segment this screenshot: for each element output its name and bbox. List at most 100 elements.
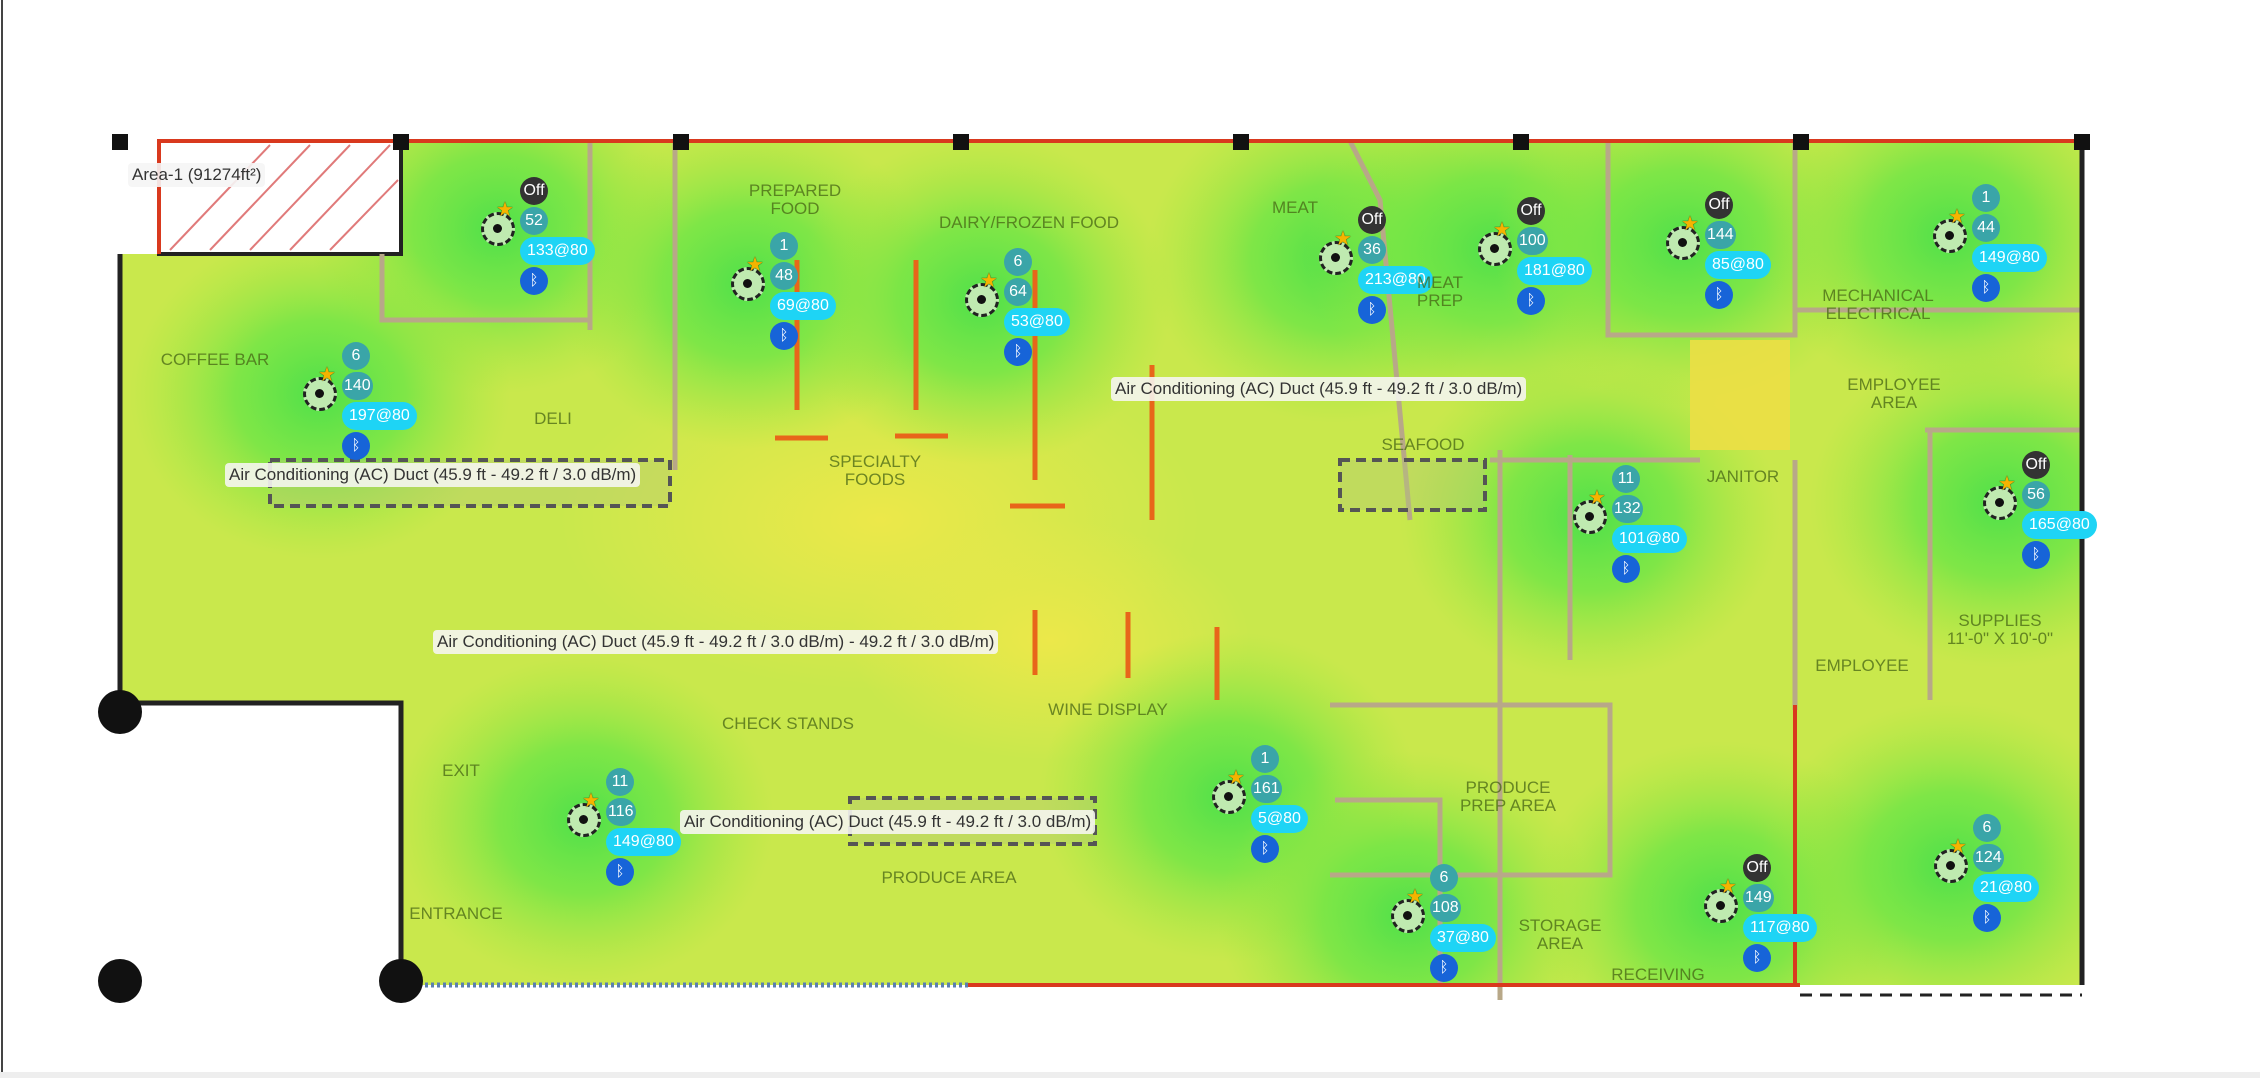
access-point-icon[interactable] xyxy=(1933,219,1967,253)
access-point-icon[interactable] xyxy=(1666,226,1700,260)
ap-status-badge: 1 xyxy=(770,232,798,260)
star-icon: ★ xyxy=(980,270,998,292)
room-label: SUPPLIES 11'-0" X 10'-0" xyxy=(1946,611,2054,648)
interior-walls xyxy=(379,139,2080,1000)
ap-signal-badge: 197@80 xyxy=(342,402,417,430)
star-icon: ★ xyxy=(1719,876,1737,898)
bluetooth-icon[interactable]: ᛒ xyxy=(1004,338,1032,366)
bluetooth-icon[interactable]: ᛒ xyxy=(1612,555,1640,583)
bluetooth-icon[interactable]: ᛒ xyxy=(1743,944,1771,972)
star-icon: ★ xyxy=(1493,219,1511,241)
access-point-icon[interactable] xyxy=(1704,889,1738,923)
ap-signal-badge: 117@80 xyxy=(1743,914,1817,942)
ap-channel-badge: 149 xyxy=(1743,884,1774,912)
obstacles-orange xyxy=(775,260,1220,700)
star-icon: ★ xyxy=(496,199,514,221)
ap-status-badge: 6 xyxy=(1973,814,2001,842)
ap-channel-badge: 100 xyxy=(1517,227,1548,255)
ap-signal-badge: 69@80 xyxy=(770,292,836,320)
room-label: PRODUCE PREP AREA xyxy=(1459,778,1557,815)
ap-status-badge: Off xyxy=(1705,191,1733,219)
bluetooth-icon[interactable]: ᛒ xyxy=(2022,541,2050,569)
star-icon: ★ xyxy=(1948,206,1966,228)
bluetooth-icon[interactable]: ᛒ xyxy=(1705,281,1733,309)
access-point-icon[interactable] xyxy=(1391,899,1425,933)
ap-channel-badge: 44 xyxy=(1972,214,2000,242)
room-label: DAIRY/FROZEN FOOD xyxy=(938,213,1120,233)
ap-status-badge: 11 xyxy=(1612,465,1640,493)
access-point-icon[interactable] xyxy=(1478,232,1512,266)
ap-status-badge: Off xyxy=(1517,197,1545,225)
room-label: CHECK STANDS xyxy=(722,714,854,734)
ap-signal-badge: 181@80 xyxy=(1517,257,1592,285)
ap-channel-badge: 132 xyxy=(1612,495,1643,523)
access-point-icon[interactable] xyxy=(1212,780,1246,814)
room-label: EXIT xyxy=(442,761,480,781)
room-label: EMPLOYEE AREA xyxy=(1847,375,1941,412)
ap-signal-badge: 149@80 xyxy=(1972,244,2047,272)
access-point-icon[interactable] xyxy=(1983,486,2017,520)
room-label: DELI xyxy=(534,409,572,429)
bluetooth-icon[interactable]: ᛒ xyxy=(606,858,634,886)
ap-status-badge: 1 xyxy=(1251,745,1279,773)
ap-channel-badge: 56 xyxy=(2022,481,2050,509)
stairwell xyxy=(157,139,403,256)
ac-duct-label[interactable]: Air Conditioning (AC) Duct (45.9 ft - 49… xyxy=(1111,377,1527,401)
star-icon: ★ xyxy=(1406,886,1424,908)
ac-duct-label[interactable]: Air Conditioning (AC) Duct (45.9 ft - 49… xyxy=(225,463,641,487)
ap-status-badge: Off xyxy=(2022,451,2050,479)
columns xyxy=(98,134,2090,1003)
bluetooth-icon[interactable]: ᛒ xyxy=(1430,954,1458,982)
room-label: JANITOR xyxy=(1706,467,1780,487)
ap-signal-badge: 5@80 xyxy=(1251,805,1308,833)
star-icon: ★ xyxy=(1949,836,1967,858)
ap-signal-badge: 37@80 xyxy=(1430,924,1496,952)
bluetooth-icon[interactable]: ᛒ xyxy=(342,432,370,460)
ap-status-badge: Off xyxy=(1743,854,1771,882)
ap-channel-badge: 144 xyxy=(1705,221,1736,249)
room-label: RECEIVING xyxy=(1611,965,1705,985)
access-point-icon[interactable] xyxy=(965,283,999,317)
access-point-icon[interactable] xyxy=(567,803,601,837)
area-label[interactable]: Area-1 (91274ft²) xyxy=(128,163,266,187)
access-point-icon[interactable] xyxy=(303,377,337,411)
access-point-icon[interactable] xyxy=(1319,241,1353,275)
access-point-icon[interactable] xyxy=(1573,500,1607,534)
ap-channel-badge: 116 xyxy=(606,798,636,826)
room-label: PREPARED FOOD xyxy=(748,181,842,218)
bluetooth-icon[interactable]: ᛒ xyxy=(520,267,548,295)
ac-duct-label[interactable]: Air Conditioning (AC) Duct (45.9 ft - 49… xyxy=(680,810,1096,834)
room-label: MEAT xyxy=(1272,198,1318,218)
bluetooth-icon[interactable]: ᛒ xyxy=(1517,287,1545,315)
room-label: EMPLOYEE xyxy=(1815,656,1909,676)
room-label: COFFEE BAR xyxy=(160,350,270,370)
access-point-icon[interactable] xyxy=(731,267,765,301)
bluetooth-icon[interactable]: ᛒ xyxy=(1358,296,1386,324)
stairwell-hatch xyxy=(169,144,399,251)
ap-channel-badge: 124 xyxy=(1973,844,2004,872)
star-icon: ★ xyxy=(746,254,764,276)
ap-signal-badge: 101@80 xyxy=(1612,525,1687,553)
access-point-icon[interactable] xyxy=(1934,849,1968,883)
bluetooth-icon[interactable]: ᛒ xyxy=(1973,904,2001,932)
ap-signal-badge: 213@80 xyxy=(1358,266,1433,294)
ap-channel-badge: 48 xyxy=(770,262,798,290)
ap-signal-badge: 85@80 xyxy=(1705,251,1771,279)
ac-duct-label[interactable]: Air Conditioning (AC) Duct (45.9 ft - 49… xyxy=(433,630,999,654)
room-label: MECHANICAL ELECTRICAL xyxy=(1822,286,1934,323)
room-label: PRODUCE AREA xyxy=(881,868,1017,888)
room-label: MEAT PREP xyxy=(1416,273,1464,310)
access-point-icon[interactable] xyxy=(481,212,515,246)
ap-status-badge: 6 xyxy=(1430,864,1458,892)
bluetooth-icon[interactable]: ᛒ xyxy=(770,322,798,350)
bluetooth-icon[interactable]: ᛒ xyxy=(1251,835,1279,863)
room-label: ENTRANCE xyxy=(409,904,503,924)
room-label: STORAGE AREA xyxy=(1518,916,1602,953)
room-label: SPECIALTY FOODS xyxy=(828,452,922,489)
ap-signal-badge: 21@80 xyxy=(1973,874,2039,902)
bluetooth-icon[interactable]: ᛒ xyxy=(1972,274,2000,302)
ap-signal-badge: 53@80 xyxy=(1004,308,1070,336)
room-label: SEAFOOD xyxy=(1381,435,1465,455)
star-icon: ★ xyxy=(318,364,336,386)
